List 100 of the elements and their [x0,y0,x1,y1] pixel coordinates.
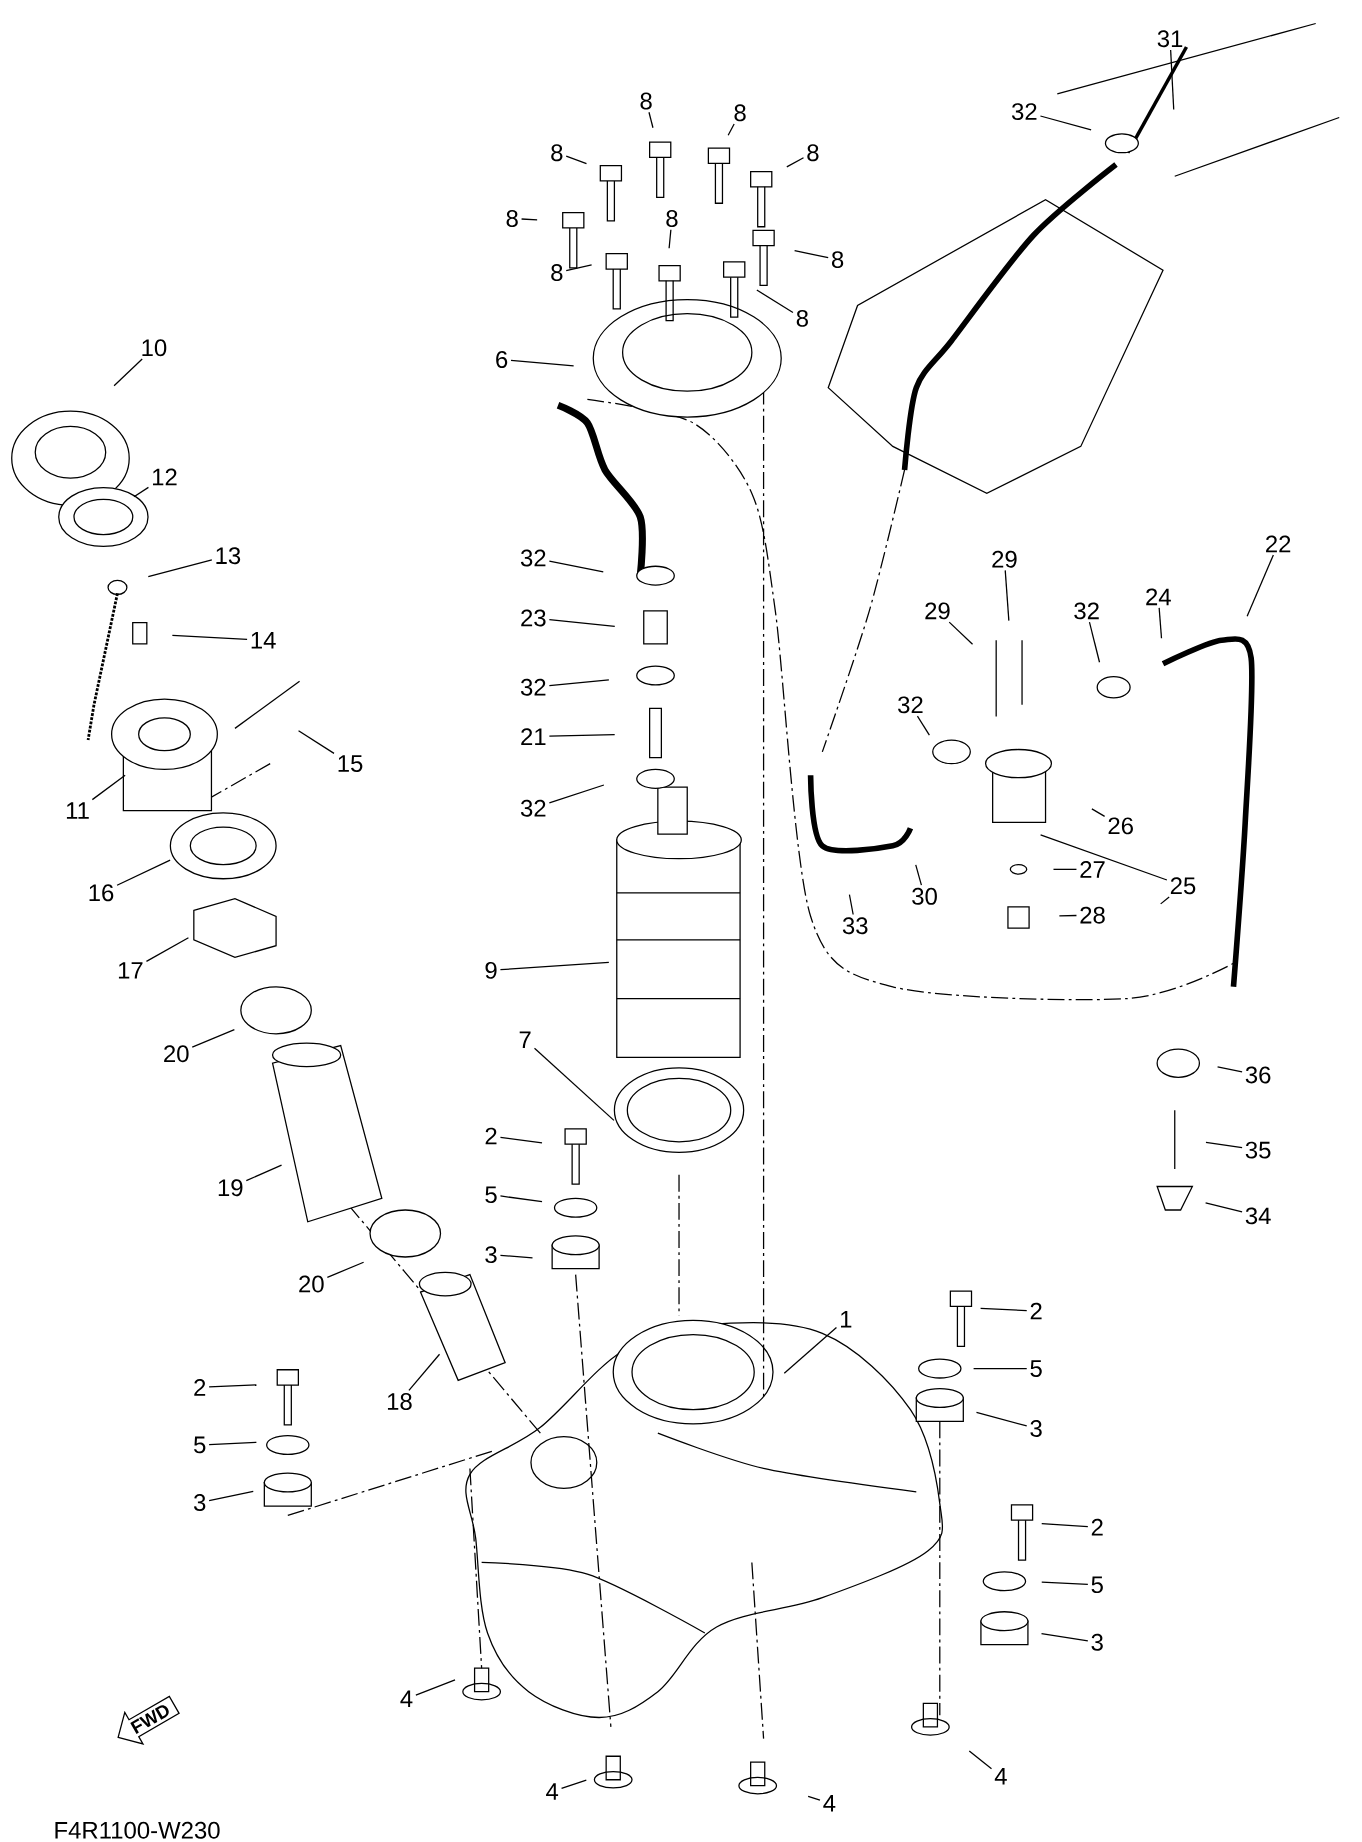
callout-number: 30 [912,887,938,905]
callout-number: 24 [1146,588,1172,606]
leader-line [565,155,588,165]
callout-number: 34 [1246,1207,1271,1225]
callout-number: 31 [1157,30,1183,48]
callout-number: 36 [1246,1066,1271,1084]
callout-number: 4 [823,1795,836,1812]
callout-number: 9 [485,961,497,979]
callout-number: 26 [1108,817,1134,835]
callout-number: 3 [1030,1420,1042,1437]
leader-line [500,1195,543,1203]
callout-number: 16 [89,884,114,902]
leader-line [172,634,248,641]
leader-line [548,560,605,573]
leader-line [648,111,654,129]
callout-number: 2 [1030,1302,1042,1320]
leader-line [548,679,610,687]
callout-number: 20 [299,1275,324,1293]
leader-line [326,1261,365,1278]
leader-line [915,864,923,886]
leader-line [1205,1141,1243,1149]
callout-number: 8 [796,309,809,327]
leader-line [510,359,575,367]
callout-number: 3 [485,1246,497,1264]
leader-line [917,715,931,736]
callout-number: 32 [898,696,923,714]
leader-line [208,1490,255,1502]
leader-line [1058,914,1078,917]
callout-number: 2 [194,1379,206,1396]
leader-line [973,1367,1028,1370]
callout-number: 33 [843,917,868,935]
leader-line [976,1411,1028,1427]
callout-number: 4 [995,1768,1008,1785]
leader-line [727,123,735,136]
leader-line [91,774,126,801]
leader-line [756,289,794,314]
leader-line [1053,868,1078,870]
callout-number: 8 [640,92,652,110]
leader-line [408,1353,441,1391]
callout-number: 11 [67,802,89,819]
callout-number: 29 [992,550,1017,568]
callout-number: 32 [521,678,546,696]
callout-number: 15 [338,755,363,772]
callout-number: 32 [521,549,546,567]
leader-line [980,1307,1028,1312]
callout-number: 20 [164,1045,189,1063]
callout-number: 19 [219,1179,243,1197]
leader-line [1004,569,1010,622]
leader-line [298,730,335,754]
leader-line [548,618,616,628]
leader-line [948,621,974,645]
callout-number: 4 [400,1690,413,1707]
callout-number: 3 [194,1494,206,1511]
callout-number: 17 [119,962,143,979]
callout-number: 23 [521,609,546,627]
callout-number: 8 [506,210,519,227]
leader-line [500,961,610,971]
leader-line [500,1136,543,1144]
leader-line [783,1326,838,1374]
callout-number: 6 [496,351,508,368]
callout-number: 8 [734,104,746,122]
callout-number: 1 [841,1311,852,1328]
leader-line [208,1384,258,1388]
leader-line [1091,808,1106,818]
callout-number: 5 [1030,1360,1042,1377]
callout-number: 2 [485,1127,497,1145]
callout-number: 8 [666,210,678,227]
leader-line [500,1254,534,1259]
leader-line [968,1750,993,1770]
callout-number: 4 [546,1783,559,1800]
leader-line [1205,1202,1243,1213]
leader-line [1160,896,1171,905]
callout-number: 28 [1080,906,1105,924]
leader-line [565,264,593,272]
leader-line [786,157,805,168]
callout-number: 8 [807,144,819,162]
leader-line [534,1047,615,1122]
callout-number: 13 [216,547,241,565]
callout-number: 5 [1091,1576,1104,1594]
leader-line [415,1679,456,1696]
leader-line [561,1779,588,1790]
leader-line [1040,834,1168,881]
leader-line [1217,1066,1243,1073]
leader-line [1040,115,1092,131]
callout-number: 5 [485,1186,497,1204]
leader-line [1089,621,1101,663]
leader-line [191,1028,236,1048]
leader-line [849,893,855,916]
callout-number: 8 [551,144,563,162]
callout-number: 7 [519,1031,531,1048]
callout-number: 3 [1091,1633,1104,1651]
callout-number: 21 [521,728,546,745]
drawing-code: F4R1100-W230 [55,1821,220,1839]
leader-line [1041,1581,1089,1585]
callout-number: 18 [388,1393,412,1410]
callout-number: 2 [1092,1518,1103,1536]
leader-line [113,358,144,387]
leader-line [794,250,830,259]
callout-number: 32 [521,799,546,817]
callout-number: 8 [832,251,844,269]
